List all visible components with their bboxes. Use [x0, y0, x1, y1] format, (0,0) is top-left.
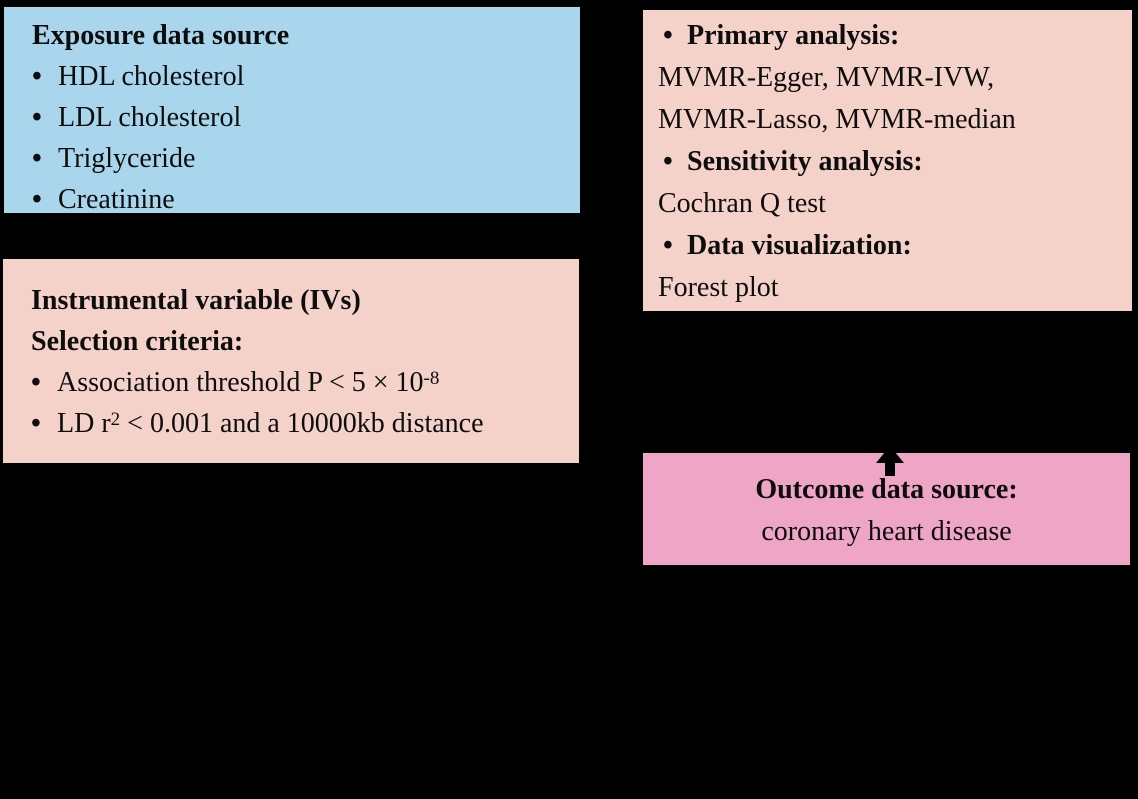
analysis-line: MVMR-Lasso, MVMR-median — [658, 99, 1124, 141]
exposure-item-label: Triglyceride — [58, 143, 196, 174]
iv-criterion-superscript: -8 — [423, 368, 440, 389]
exposure-item: • LDL cholesterol — [32, 97, 570, 138]
exposure-item: • Creatinine — [32, 179, 570, 220]
analysis-line: Forest plot — [658, 267, 1124, 309]
iv-criterion: • Association threshold P < 5 × 10-8 — [31, 362, 571, 403]
analysis-line: Cochran Q test — [658, 183, 1124, 225]
outcome-box-subtitle: coronary heart disease — [761, 516, 1012, 547]
analysis-line-label: MVMR-Lasso, MVMR-median — [658, 104, 1016, 135]
up-arrow-stem — [885, 463, 895, 476]
iv-selection-criteria-box: Instrumental variable (IVs) Selection cr… — [3, 259, 579, 463]
bullet-icon: • — [31, 408, 41, 439]
iv-criterion-text: < 0.001 and a 10000kb distance — [120, 408, 484, 439]
bullet-icon: • — [663, 230, 673, 261]
bullet-icon: • — [663, 20, 673, 51]
bullet-icon: • — [32, 143, 42, 174]
bullet-icon: • — [32, 61, 42, 92]
bullet-icon: • — [663, 146, 673, 177]
analysis-methods-box: • Primary analysis: MVMR-Egger, MVMR-IVW,… — [643, 10, 1132, 311]
bullet-icon: • — [32, 102, 42, 133]
outcome-box-title: Outcome data source: — [755, 474, 1018, 505]
iv-criterion: • LD r2 < 0.001 and a 10000kb distance — [31, 403, 571, 444]
up-arrow-icon — [876, 446, 904, 476]
analysis-line: • Sensitivity analysis: — [658, 141, 1124, 183]
iv-criterion-text: LD r — [57, 408, 111, 439]
exposure-item-label: LDL cholesterol — [58, 102, 242, 133]
exposure-item: • Triglyceride — [32, 138, 570, 179]
analysis-line: • Data visualization: — [658, 225, 1124, 267]
exposure-data-source-box: Exposure data source • HDL cholesterol • L… — [4, 7, 580, 215]
up-arrow-head — [876, 446, 904, 463]
iv-box-title-line2: Selection criteria: — [31, 326, 244, 357]
exposure-item: • HDL cholesterol — [32, 56, 570, 97]
analysis-line-label: Cochran Q test — [658, 188, 826, 219]
analysis-line-label: Data visualization: — [687, 230, 912, 261]
analysis-line-label: MVMR-Egger, MVMR-IVW, — [658, 62, 995, 93]
iv-criterion-superscript: 2 — [110, 409, 121, 430]
analysis-line-label: Sensitivity analysis: — [687, 146, 923, 177]
iv-criterion-text: Association threshold P < 5 × 10 — [57, 367, 424, 398]
bullet-icon: • — [32, 184, 42, 215]
exposure-box-title: Exposure data source — [32, 20, 290, 51]
analysis-line: • Primary analysis: — [658, 15, 1124, 57]
analysis-line-label: Primary analysis: — [687, 20, 900, 51]
exposure-item-label: HDL cholesterol — [58, 61, 245, 92]
iv-box-title-line1: Instrumental variable (IVs) — [31, 285, 361, 316]
bullet-icon: • — [31, 367, 41, 398]
analysis-line-label: Forest plot — [658, 272, 779, 303]
analysis-line: MVMR-Egger, MVMR-IVW, — [658, 57, 1124, 99]
exposure-item-label: Creatinine — [58, 184, 175, 215]
